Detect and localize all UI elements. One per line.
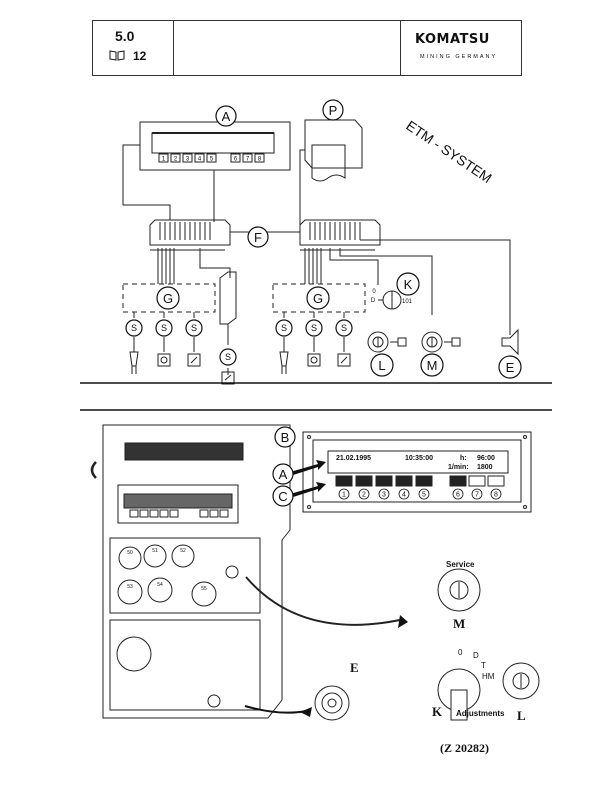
screen-buttons [335,475,505,487]
display-keys [158,153,265,163]
button-number: 1 [342,492,346,499]
sensor-module [219,271,237,325]
sensor-label: S [311,323,317,333]
lock-switch [502,662,540,700]
gauge-number: 54 [157,582,163,588]
key-mark: D [371,298,376,304]
display-unit [139,121,291,171]
button-number: 7 [475,492,479,499]
callout-a-bottom: A [279,467,288,482]
gauge-number: 51 [152,548,158,554]
callout-f: F [254,230,262,245]
callout-e: E [506,360,515,375]
gauge-number: 55 [201,586,207,592]
sensor-label: S [191,323,197,333]
dashboard-panel [102,424,291,719]
small-display-keys [129,509,229,518]
service-letter: M [453,616,465,631]
button-number: 8 [494,492,498,499]
sensor-label: S [225,352,231,362]
button-number: 6 [456,492,460,499]
etm-display-small [117,484,239,524]
page-header: 5.0 12 KOMATSU MINING GERMANY [92,20,522,76]
button-number: 4 [402,492,406,499]
key-mark: 101 [402,299,413,305]
callout-l: L [378,358,385,373]
callout-arrows [290,460,408,717]
group-box-right [272,283,366,313]
key-position-hm: HM [482,672,495,681]
rotate-icon [90,461,97,479]
etm-display-large [302,431,532,513]
display-key-label: 6 [234,157,238,163]
display-bar-b [124,442,244,461]
sensor-label: S [131,323,137,333]
key-position-d: D [473,651,479,660]
connector-box-left [149,219,231,251]
key-position-t: T [481,661,486,670]
display-key-label: 7 [246,157,250,163]
screen-rpm-label: 1/min: [448,464,469,471]
gauge-number: 52 [180,548,186,554]
brand-cell: KOMATSU MINING GERMANY [400,21,521,75]
screen-date: 21.02.1995 [336,455,371,462]
section-number: 5.0 [115,28,135,44]
callout-g-left: G [163,291,173,306]
l-letter: L [517,708,526,723]
diagram-title: ETM - SYSTEM [403,117,494,186]
service-label: Service [446,560,475,569]
key-mark: 0 [372,289,376,295]
gauge-number: 53 [127,584,133,590]
connector-box-right [299,219,381,251]
display-key-label: 5 [210,157,214,163]
sensor-label: S [341,323,347,333]
button-number: 5 [422,492,426,499]
callout-m: M [427,358,438,373]
k-letter: K [432,704,443,719]
callout-a: A [222,109,231,124]
callout-g-right: G [313,291,323,306]
e-letter: E [350,660,359,675]
callout-k: K [404,277,413,292]
sensor-label: S [161,323,167,333]
section-cell: 5.0 12 [93,21,174,75]
sensor-label: S [281,323,287,333]
display-key-label: 2 [174,157,178,163]
brand-logo: KOMATSU [415,32,490,47]
group-box-left [122,283,216,313]
display-key-label: 8 [258,157,262,163]
display-key-label: 3 [186,157,190,163]
screen-time: 10:35:00 [405,455,433,462]
callout-b: B [281,430,290,445]
adjustments-label: Adjustments [456,709,505,718]
button-number: 2 [362,492,366,499]
gauge-number: 50 [127,550,133,556]
figure-reference: (Z 20282) [440,741,489,755]
callout-c: C [278,489,287,504]
callout-p: P [329,103,338,118]
emergency-button [314,685,350,721]
brand-subtitle: MINING GERMANY [420,54,498,60]
gauge-panel [109,537,261,614]
service-switch [437,568,481,612]
display-key-label: 1 [162,157,166,163]
key-position-0: 0 [458,648,463,657]
fuse-panel [109,619,261,711]
page-number: 12 [133,49,147,63]
screen-h-value: 96:00 [477,455,495,462]
printer [304,119,363,169]
display-key-label: 4 [198,157,202,163]
screen-h-label: h: [460,455,467,462]
screen-rpm-value: 1800 [477,464,493,471]
button-number: 3 [382,492,386,499]
book-icon [109,50,125,61]
